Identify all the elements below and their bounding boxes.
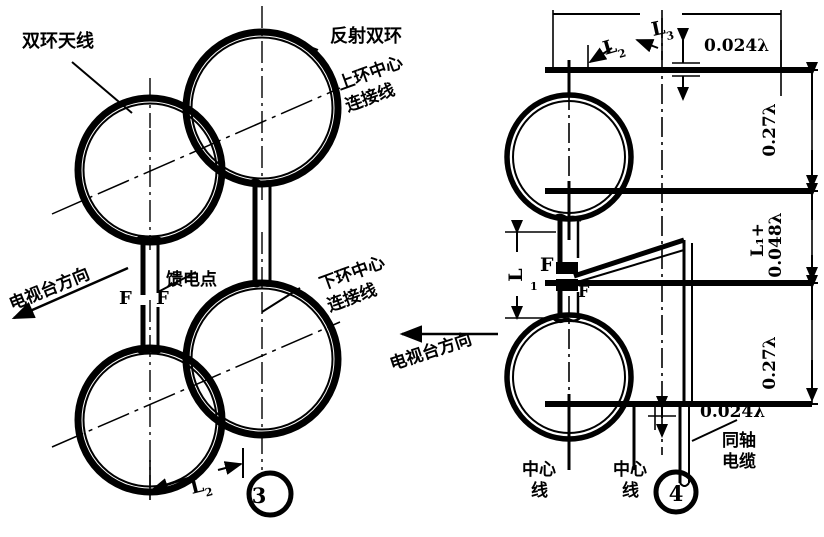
- dimension-l2-panel-3: [149, 448, 244, 500]
- dimension-label-bottom-offset: 0.024λ: [700, 402, 765, 422]
- dimension-label-l2-panel-4: L 2: [600, 35, 628, 61]
- feeder-front-twin-line: [136, 235, 165, 355]
- dimension-bottom-offset: [648, 396, 676, 438]
- label-center-line-right: 中心 线: [613, 459, 647, 501]
- dimension-label-l2-panel-3: L 2: [188, 474, 215, 499]
- label-feed-point-panel-3: 馈电点: [166, 269, 217, 290]
- dimension-label-l1-subscript: 1: [530, 280, 538, 293]
- svg-text:0.048λ: 0.048λ: [766, 212, 786, 277]
- svg-text:电缆: 电缆: [722, 451, 756, 472]
- panel-3-number-text: 3: [252, 483, 267, 508]
- svg-text:L: L: [600, 35, 619, 60]
- svg-text:L: L: [505, 268, 527, 281]
- coupling-bar: [573, 237, 685, 284]
- leader-coaxial: [691, 419, 738, 442]
- label-coaxial-cable: 同轴 电缆: [722, 430, 756, 472]
- svg-text:线: 线: [531, 480, 548, 501]
- svg-text:线: 线: [622, 480, 639, 501]
- panel-3-graphics: [11, 6, 342, 518]
- dimension-label-l3: L 3: [649, 17, 675, 43]
- svg-text:中心: 中心: [613, 459, 647, 480]
- dimension-label-upper-spacing: 0.27λ: [760, 103, 780, 156]
- label-double-ring-antenna: 双环天线: [22, 30, 94, 52]
- panel-4-number-badge: [653, 469, 699, 515]
- dimension-top-network: [552, 10, 782, 101]
- svg-text:0.27λ: 0.27λ: [760, 103, 780, 156]
- label-feed-terminal-right-panel-3: F: [156, 288, 169, 309]
- svg-text:2: 2: [204, 485, 215, 499]
- svg-text:0.27λ: 0.27λ: [760, 336, 780, 389]
- svg-text:3: 3: [665, 29, 675, 43]
- svg-text:L: L: [649, 17, 667, 41]
- label-reflector-double-ring: 反射双环: [330, 25, 402, 47]
- svg-text:同轴: 同轴: [722, 430, 756, 451]
- panel-4-number-text: 4: [669, 481, 684, 506]
- dimension-label-middle-spacing-a: L₁+: [748, 223, 768, 257]
- label-feed-terminal-upper-panel-4: F: [540, 254, 554, 276]
- dimension-l1: [505, 220, 556, 320]
- svg-text:电视台方向: 电视台方向: [387, 329, 474, 375]
- label-lower-ring-center-link: 下环中心 连接线: [317, 252, 388, 317]
- panel-3-number-badge: [246, 470, 294, 518]
- leader-lines-panel-3: [71, 35, 319, 313]
- feeder-rear-twin-line: [248, 178, 277, 288]
- panel-4-graphics: [399, 10, 818, 515]
- svg-text:L₁+: L₁+: [748, 223, 768, 257]
- label-upper-ring-center-link: 上环中心 连接线: [335, 52, 406, 117]
- dimension-label-l1: L: [505, 268, 527, 281]
- label-feed-terminal-lower-panel-4: F: [578, 282, 590, 301]
- label-feed-terminal-left-panel-3: F: [119, 288, 132, 309]
- svg-text:2: 2: [617, 46, 628, 61]
- coaxial-cable-line: [678, 404, 690, 487]
- dimension-label-top-offset: 0.024λ: [704, 36, 769, 56]
- dimension-label-middle-spacing-b: 0.048λ: [766, 212, 786, 277]
- label-center-line-left: 中心 线: [522, 459, 556, 501]
- reflector-bus-bar: [682, 240, 693, 406]
- svg-text:中心: 中心: [522, 459, 556, 480]
- rod-center-ticks: [567, 60, 636, 470]
- dimension-label-lower-spacing: 0.27λ: [760, 336, 780, 389]
- label-tv-direction-panel-4: 电视台方向: [387, 329, 474, 375]
- tv-direction-arrow-panel-3: [11, 266, 129, 320]
- dimension-right-chain: [786, 62, 818, 405]
- svg-text:L: L: [188, 474, 206, 499]
- ring-upper-front: [74, 94, 226, 246]
